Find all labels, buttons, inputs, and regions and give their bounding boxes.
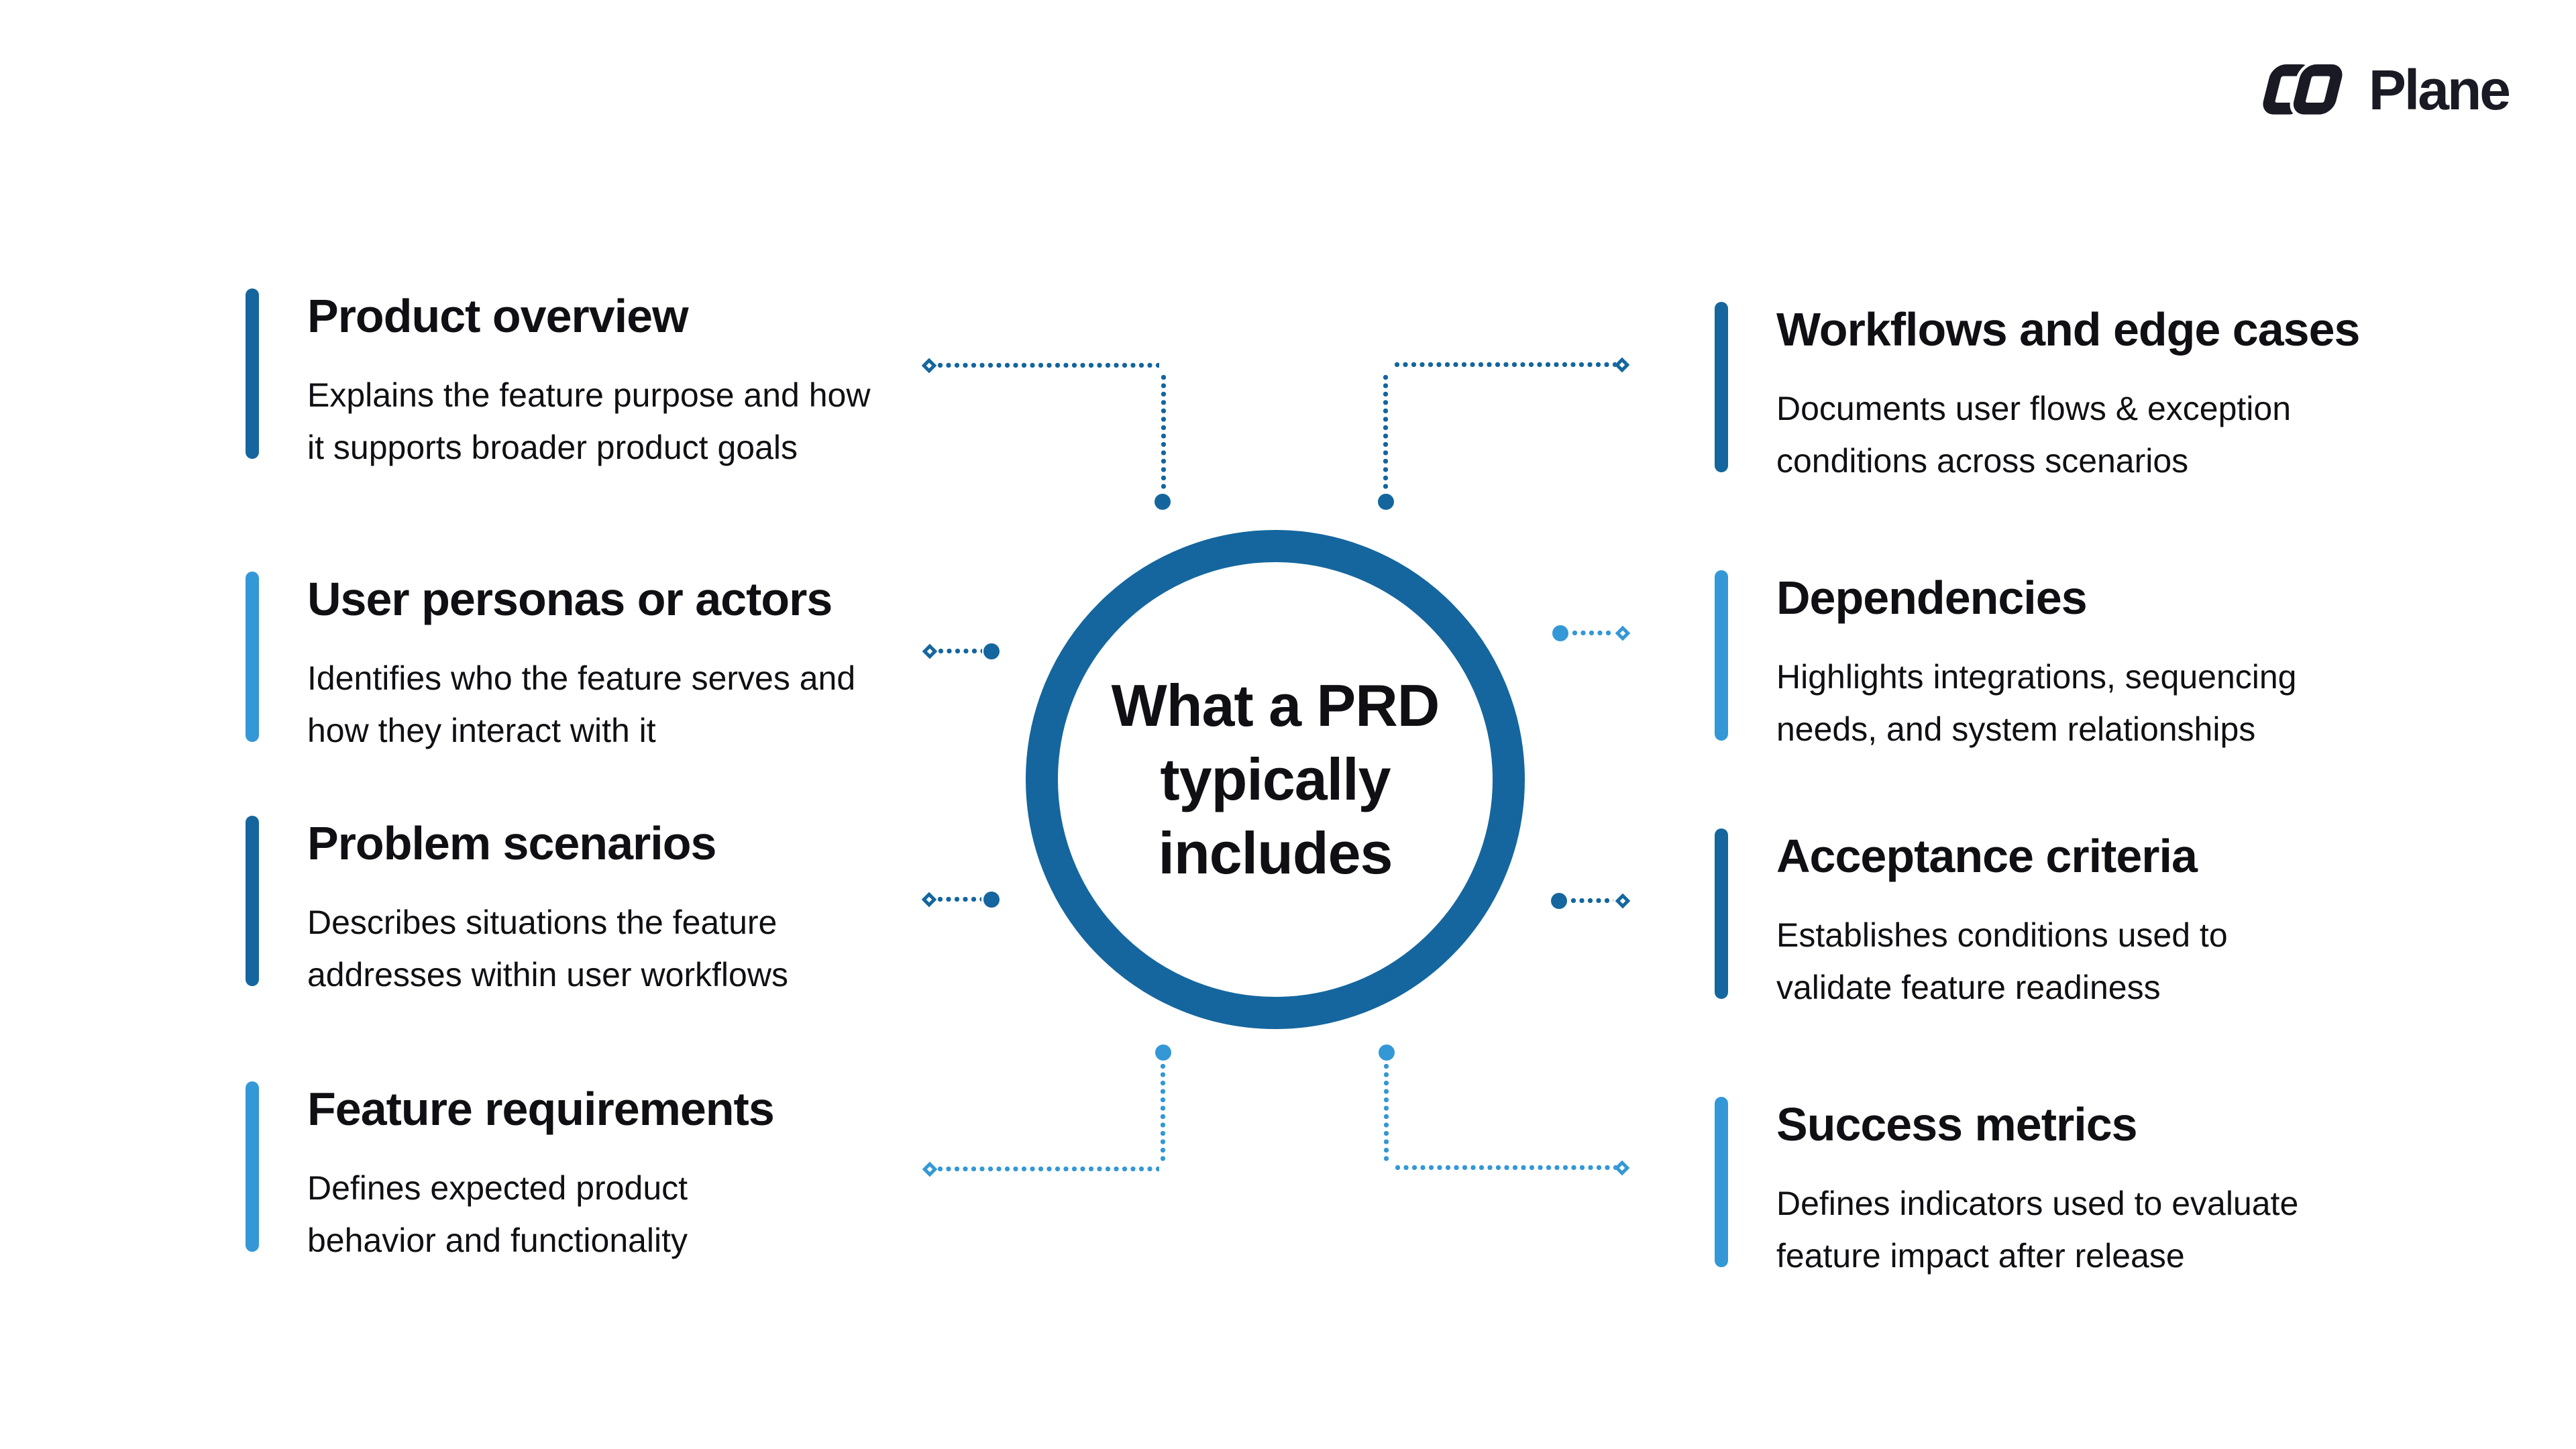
item-description: Defines expected product behavior and fu… <box>307 1169 688 1259</box>
dotted-line-horizontal <box>938 648 982 654</box>
accent-bar <box>246 1081 259 1252</box>
accent-bar <box>246 288 259 459</box>
dot-endpoint-icon <box>983 892 1000 908</box>
accent-bar <box>246 816 259 986</box>
item-workflows-edge-cases: Workflows and edge cases Documents user … <box>1715 302 2373 487</box>
item-description: Defines indicators used to evaluate feat… <box>1776 1185 2299 1275</box>
item-title: Acceptance criteria <box>1776 830 2198 882</box>
accent-bar <box>1715 302 1728 472</box>
item-title: Dependencies <box>1776 572 2088 624</box>
dotted-line-horizontal <box>1570 898 1613 904</box>
diamond-endpoint-icon <box>922 643 938 659</box>
plane-logo-text: Plane <box>2368 58 2511 121</box>
dotted-line-vertical <box>1383 374 1389 491</box>
dotted-line-horizontal <box>1395 1165 1617 1171</box>
item-description: Documents user flows & exception conditi… <box>1776 390 2292 480</box>
dotted-line-vertical <box>1383 1063 1389 1164</box>
center-title-line: typically <box>1160 746 1391 812</box>
dotted-line-horizontal <box>937 362 1159 368</box>
item-description: Identifies who the feature serves and ho… <box>307 659 856 749</box>
dot-endpoint-icon <box>1379 1044 1395 1061</box>
item-description: Highlights integrations, sequencing need… <box>1776 658 2297 748</box>
item-title: Success metrics <box>1776 1098 2138 1150</box>
diamond-endpoint-icon <box>1615 893 1631 909</box>
accent-bar <box>246 572 259 742</box>
dotted-line-vertical <box>1161 374 1167 491</box>
item-problem-scenarios: Problem scenarios Describes situations t… <box>246 816 861 1001</box>
plane-logo: Plane <box>2255 58 2511 121</box>
diamond-endpoint-icon <box>921 892 937 908</box>
diamond-endpoint-icon <box>1614 1160 1630 1176</box>
dot-endpoint-icon <box>1552 625 1568 641</box>
center-title-line: What a PRD <box>1111 672 1440 739</box>
dotted-line-horizontal <box>1394 362 1616 368</box>
dotted-line-horizontal <box>1572 630 1613 636</box>
dot-endpoint-icon <box>1155 494 1171 510</box>
item-description: Explains the feature purpose and how it … <box>307 376 871 466</box>
item-description: Describes situations the feature address… <box>307 904 788 994</box>
accent-bar <box>1715 1097 1728 1267</box>
item-title: Problem scenarios <box>307 817 716 869</box>
diamond-endpoint-icon <box>1614 357 1630 373</box>
diamond-endpoint-icon <box>922 1161 938 1177</box>
diamond-endpoint-icon <box>1615 625 1631 641</box>
dotted-line-horizontal <box>937 896 981 902</box>
item-user-personas: User personas or actors Identifies who t… <box>246 572 874 757</box>
item-product-overview: Product overview Explains the feature pu… <box>246 288 874 474</box>
dot-endpoint-icon <box>1155 1044 1171 1061</box>
item-dependencies: Dependencies Highlights integrations, se… <box>1715 570 2390 755</box>
dotted-line-horizontal <box>937 1166 1159 1172</box>
item-success-metrics: Success metrics Defines indicators used … <box>1715 1097 2383 1282</box>
dot-endpoint-icon <box>1551 893 1567 909</box>
dotted-line-vertical <box>1160 1063 1166 1164</box>
item-acceptance-criteria: Acceptance criteria Establishes conditio… <box>1715 828 2313 1014</box>
diamond-endpoint-icon <box>921 358 937 374</box>
center-title: What a PRD typically includes <box>1112 669 1440 890</box>
dot-endpoint-icon <box>983 643 1000 659</box>
item-title: Workflows and edge cases <box>1776 303 2360 356</box>
item-description: Establishes conditions used to validate … <box>1776 916 2228 1006</box>
item-title: User personas or actors <box>307 573 833 625</box>
item-title: Feature requirements <box>307 1083 775 1135</box>
center-circle: What a PRD typically includes <box>1026 530 1525 1029</box>
item-feature-requirements: Feature requirements Defines expected pr… <box>246 1081 775 1267</box>
accent-bar <box>1715 570 1728 741</box>
plane-logo-icon <box>2263 62 2347 117</box>
dot-endpoint-icon <box>1378 494 1394 510</box>
center-title-line: includes <box>1158 820 1393 886</box>
accent-bar <box>1715 828 1728 999</box>
item-title: Product overview <box>307 290 689 342</box>
